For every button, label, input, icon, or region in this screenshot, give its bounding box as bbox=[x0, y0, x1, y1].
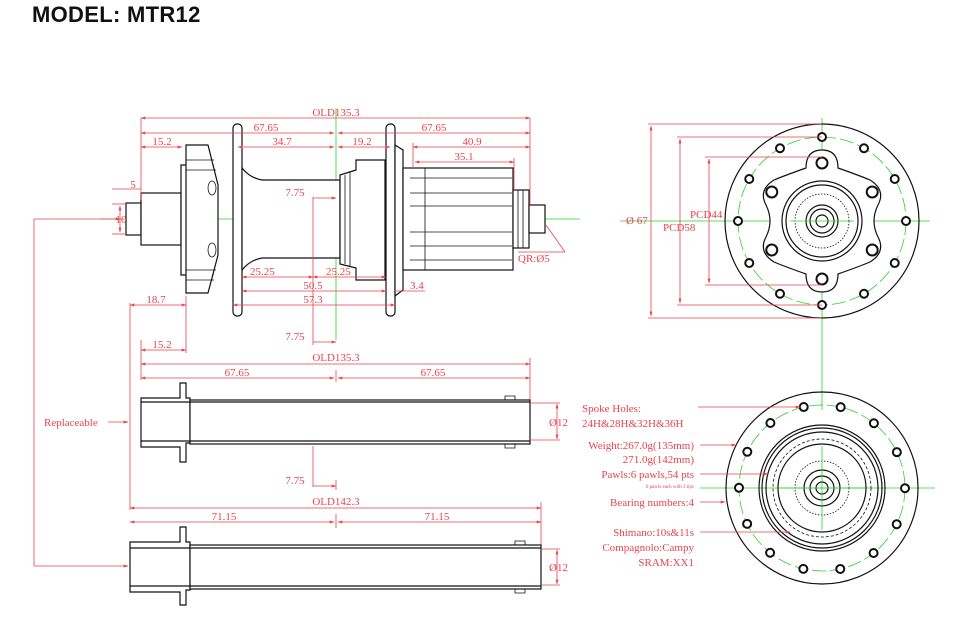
dim-7-75-bottom: 7.75 bbox=[285, 331, 305, 343]
dim-34-7: 34.7 bbox=[272, 136, 292, 148]
axle135-old: OLD135.3 bbox=[312, 352, 360, 364]
replaceable-label: Replaceable bbox=[44, 417, 98, 429]
dim-25-25-right: 25.25 bbox=[326, 266, 351, 278]
left-flange bbox=[232, 123, 243, 317]
spoke-hole bbox=[775, 288, 785, 299]
axle135-offset: 7.75 bbox=[285, 475, 305, 487]
front-outer-diameter: Ø 67 bbox=[626, 215, 648, 227]
front-pcd44: PCD44 bbox=[690, 209, 723, 221]
dim-10: 10 bbox=[116, 214, 128, 226]
model-title: MODEL: MTR12 bbox=[32, 2, 201, 27]
dim-50-5: 50.5 bbox=[303, 280, 323, 292]
disc-mount-body bbox=[185, 144, 219, 294]
spoke-hole bbox=[899, 483, 910, 494]
spoke-hole bbox=[798, 402, 809, 413]
axle135-left-half: 67.65 bbox=[225, 367, 250, 379]
dim-57-3: 57.3 bbox=[303, 294, 323, 306]
rotor-bolt-hole bbox=[865, 185, 879, 199]
hub-rear-view bbox=[700, 391, 935, 585]
spoke-hole bbox=[868, 418, 879, 429]
spoke-hole bbox=[859, 143, 869, 154]
hub-shell bbox=[241, 166, 341, 272]
rotor-bolt-hole bbox=[765, 243, 779, 257]
spoke-hole bbox=[742, 518, 753, 529]
spec-bearings: Bearing numbers:4 bbox=[610, 497, 695, 509]
spoke-hole bbox=[868, 548, 879, 559]
axle-135-drawing: OLD135.3 67.65 67.65 Ø12 7.75 bbox=[140, 352, 568, 490]
dim-19-2: 19.2 bbox=[352, 136, 371, 148]
dim-15-2-lower: 15.2 bbox=[152, 339, 171, 351]
axle142-old: OLD142.3 bbox=[312, 496, 360, 508]
rotor-bolt-hole bbox=[815, 156, 829, 170]
spoke-hole bbox=[744, 258, 755, 268]
spoke-hole bbox=[742, 446, 753, 457]
spec-pawls-note: 6 pawls each with 3 tips bbox=[646, 485, 694, 490]
spoke-hole bbox=[733, 216, 743, 226]
spec-weight-135: Weight:267.0g(135mm) bbox=[588, 440, 694, 452]
spec-campagnolo: Compagnolo:Campy bbox=[602, 542, 694, 554]
spoke-hole bbox=[744, 174, 755, 184]
spec-sram: SRAM:XX1 bbox=[638, 557, 694, 569]
axle-end-right bbox=[528, 204, 546, 234]
axle142-right-half: 71.15 bbox=[425, 511, 450, 523]
freehub-lockring bbox=[512, 189, 530, 249]
spoke-hole bbox=[775, 143, 785, 154]
spec-shimano: Shimano:10s&11s bbox=[613, 527, 694, 539]
dim-left-half: 67.65 bbox=[254, 122, 279, 134]
hub-side-view bbox=[100, 108, 580, 340]
replaceable-bracket: Replaceable bbox=[33, 217, 129, 568]
hub-right-body bbox=[339, 159, 386, 281]
dim-40-9: 40.9 bbox=[462, 136, 482, 148]
dim-right-half: 67.65 bbox=[422, 122, 447, 134]
rotor-bolt-hole bbox=[765, 185, 779, 199]
axle142-left-half: 71.15 bbox=[212, 511, 237, 523]
spoke-hole bbox=[889, 258, 900, 268]
dim-qr: QR:Ø5 bbox=[518, 253, 550, 265]
dim-15-2: 15.2 bbox=[152, 136, 171, 148]
dim-5: 5 bbox=[130, 179, 136, 191]
endcap-left bbox=[140, 192, 182, 246]
spoke-hole bbox=[835, 402, 846, 413]
spec-pawls: Pawls:6 pawls,54 pts bbox=[601, 469, 694, 481]
spoke-hole bbox=[765, 417, 776, 428]
spoke-hole bbox=[901, 216, 911, 226]
spoke-hole bbox=[798, 563, 809, 574]
freehub-body bbox=[402, 167, 514, 271]
spec-spoke-holes-label: Spoke Holes: bbox=[582, 403, 641, 415]
rotor-bolt-hole bbox=[815, 272, 829, 286]
dim-3-4: 3.4 bbox=[410, 280, 424, 292]
front-pcd58: PCD58 bbox=[663, 222, 696, 234]
dim-old-135: OLD135.3 bbox=[312, 107, 360, 119]
spoke-hole bbox=[891, 519, 902, 530]
dim-35-1: 35.1 bbox=[454, 151, 473, 163]
side-view-dimensions: OLD135.3 67.65 67.65 15.2 34.7 19.2 40.9… bbox=[112, 107, 566, 510]
axle-end-left bbox=[125, 202, 142, 236]
axle142-diameter: Ø12 bbox=[549, 562, 568, 574]
hub-front-view: Ø 67 PCD58 PCD44 bbox=[620, 118, 930, 410]
axle135-right-half: 67.65 bbox=[421, 367, 446, 379]
spoke-hole bbox=[891, 447, 902, 458]
spoke-hole bbox=[734, 482, 745, 493]
spec-callouts: Spoke Holes: 24H&28H&32H&36H Weight:267.… bbox=[582, 403, 801, 569]
spoke-hole bbox=[765, 547, 776, 558]
spec-weight-142: 271.0g(142mm) bbox=[623, 454, 695, 466]
spoke-hole bbox=[859, 288, 869, 299]
dim-25-25-left: 25.25 bbox=[250, 266, 275, 278]
dim-18-7: 18.7 bbox=[146, 294, 166, 306]
spoke-hole bbox=[889, 174, 900, 184]
axle135-diameter: Ø12 bbox=[549, 417, 568, 429]
axle-142-drawing: OLD142.3 71.15 71.15 Ø12 bbox=[129, 496, 568, 606]
dim-7-75-top: 7.75 bbox=[285, 187, 305, 199]
spoke-hole bbox=[835, 563, 846, 574]
right-flange bbox=[385, 123, 396, 317]
spec-spoke-holes-value: 24H&28H&32H&36H bbox=[582, 418, 684, 430]
rotor-bolt-hole bbox=[865, 243, 879, 257]
